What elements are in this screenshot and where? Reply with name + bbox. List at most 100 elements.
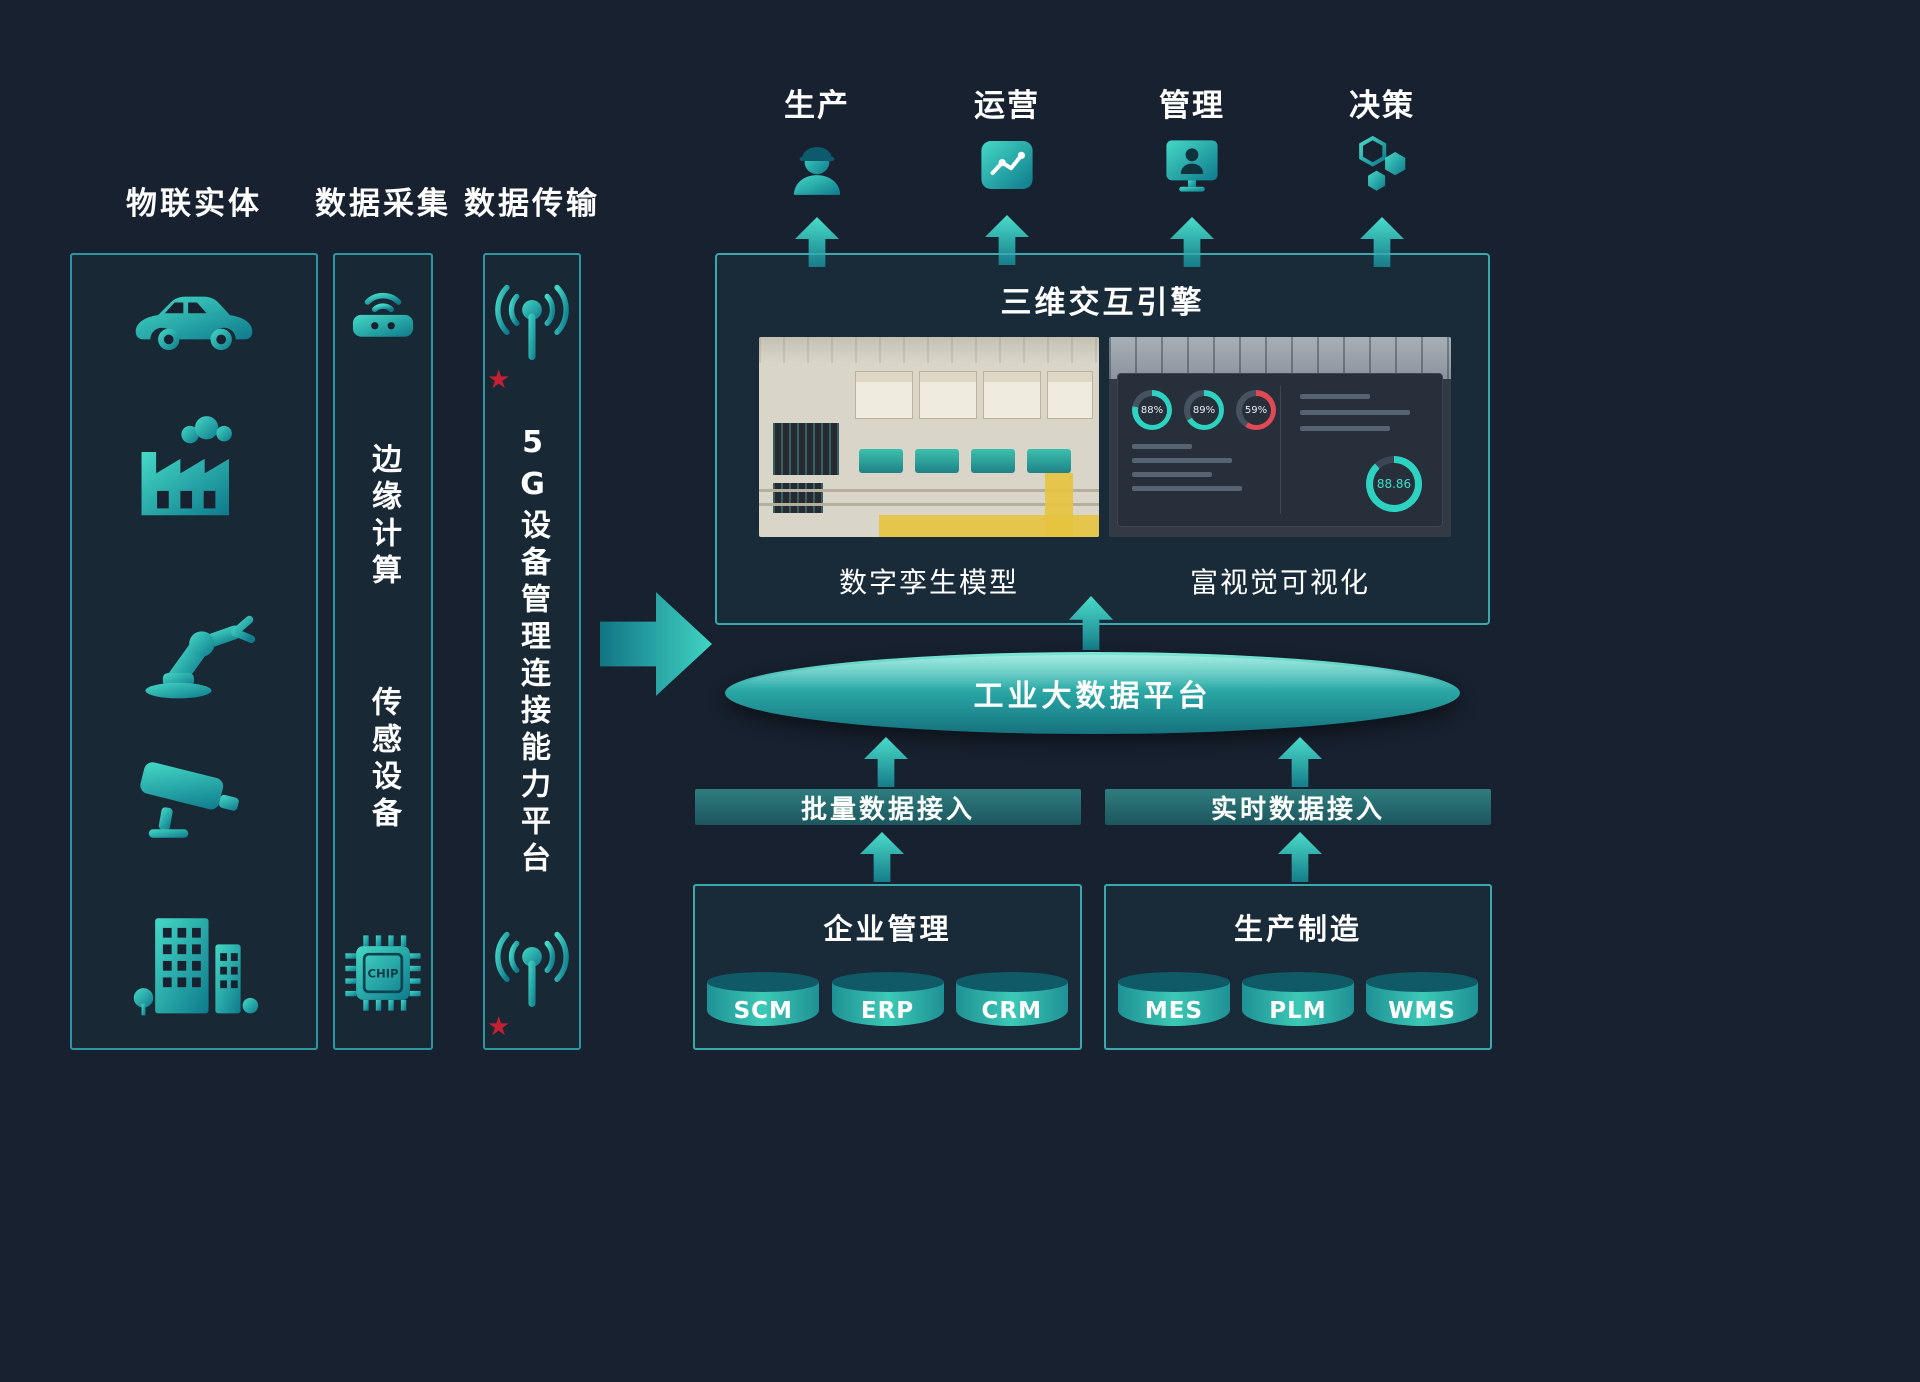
output-operations: 运营 <box>942 80 1072 265</box>
platform-label: 工业大数据平台 <box>973 679 1212 714</box>
wifi-router-icon <box>342 283 424 347</box>
output-label: 生产 <box>784 88 850 124</box>
machine-unit <box>859 449 903 473</box>
machine-unit <box>1027 449 1071 473</box>
cylinder-label: MES <box>1144 998 1204 1024</box>
machine-block <box>855 371 913 419</box>
flow-arrow-up <box>864 737 908 787</box>
production-manufacturing-title: 生产制造 <box>1233 912 1362 946</box>
gauge-1: 88% <box>1132 390 1172 430</box>
machine-unit <box>915 449 959 473</box>
dashboard-image: 88% 89% 59% 88.86 <box>1109 337 1451 537</box>
data-collection-box: 边缘计算 传感设备 CHIP <box>333 253 433 1050</box>
iot-entities-title: 物联实体 <box>126 186 262 222</box>
solar-panel-array <box>773 423 839 475</box>
mes-database-cylinder: MES <box>1118 972 1230 1032</box>
hexagons-icon <box>1351 133 1413 203</box>
skeleton-bar <box>1300 410 1410 415</box>
batch-access-bar: 批量数据接入 <box>695 789 1081 825</box>
twin-ceiling <box>759 337 1099 363</box>
cylinder-top <box>955 972 1068 992</box>
erp-database-cylinder: ERP <box>831 972 944 1032</box>
output-label: 管理 <box>1159 88 1225 124</box>
chip-label: CHIP <box>367 966 399 980</box>
antenna-signal-icon-top: ★ <box>487 279 575 393</box>
floor-rail <box>759 503 1099 506</box>
output-management: 管理 <box>1127 80 1257 267</box>
monitor-person-icon <box>1160 133 1224 203</box>
enterprise-management-title: 企业管理 <box>823 912 952 946</box>
data-transmission-title: 数据传输 <box>464 186 600 222</box>
machine-block <box>919 371 977 419</box>
red-star-icon: ★ <box>487 365 511 395</box>
edge-computing-label: 边缘计算 <box>366 442 401 591</box>
cylinder-label: SCM <box>733 998 793 1024</box>
engine-box: 三维交互引擎 88% <box>715 253 1490 625</box>
yellow-floor-path <box>1045 473 1073 537</box>
iot-entities-box <box>70 253 318 1050</box>
cylinder-top <box>1242 972 1354 992</box>
data-collection-title: 数据采集 <box>315 186 451 222</box>
digital-twin-caption: 数字孪生模型 <box>838 566 1019 599</box>
scm-database-cylinder: SCM <box>707 972 820 1032</box>
city-buildings-icon <box>126 900 262 1022</box>
gauge-big: 88.86 <box>1366 456 1422 512</box>
yellow-floor-path <box>879 515 1099 537</box>
solar-panel-array <box>773 483 823 513</box>
factory-icon <box>126 415 262 531</box>
dashboard-panel: 88% 89% 59% 88.86 <box>1117 373 1443 527</box>
skeleton-bar <box>1132 486 1242 491</box>
chip-icon: CHIP <box>340 930 426 1020</box>
cylinder-label: CRM <box>981 998 1042 1024</box>
sensor-devices-label: 传感设备 <box>366 686 401 835</box>
gauge-2: 89% <box>1184 390 1224 430</box>
cctv-camera-icon <box>128 756 260 848</box>
output-label: 运营 <box>974 88 1040 124</box>
cylinder-top <box>707 972 820 992</box>
skeleton-bar <box>1300 426 1390 431</box>
batch-access-label: 批量数据接入 <box>800 794 975 825</box>
flow-arrow-up <box>860 832 904 882</box>
red-star-icon: ★ <box>487 1012 511 1042</box>
cylinder-label: ERP <box>860 998 915 1024</box>
crm-database-cylinder: CRM <box>955 972 1068 1032</box>
gauge-value: 89% <box>1189 395 1219 425</box>
machine-block <box>983 371 1041 419</box>
flow-arrow-up <box>1278 737 1322 787</box>
plm-database-cylinder: PLM <box>1242 972 1354 1032</box>
gauge-3: 59% <box>1236 390 1276 430</box>
bigdata-platform-disc: 工业大数据平台 <box>725 652 1460 734</box>
cylinder-label: PLM <box>1269 998 1327 1024</box>
flow-arrow-up <box>1278 832 1322 882</box>
skeleton-bar <box>1300 394 1370 399</box>
cylinder-top <box>1118 972 1230 992</box>
digital-twin-image <box>759 337 1099 537</box>
wms-database-cylinder: WMS <box>1366 972 1478 1032</box>
output-production: 生产 <box>752 80 882 267</box>
antenna-signal-icon-bottom: ★ <box>487 926 575 1040</box>
cylinder-top <box>831 972 944 992</box>
cylinder-label: WMS <box>1388 998 1456 1024</box>
fiveg-platform-label: 5G设备管理连接能力平台 <box>515 424 550 879</box>
main-flow-arrow-right <box>600 592 712 696</box>
output-label: 决策 <box>1349 88 1415 124</box>
enterprise-management-box: 企业管理 SCM ERP CRM <box>693 884 1082 1050</box>
machine-block <box>1047 371 1093 419</box>
output-decision: 决策 <box>1317 80 1447 267</box>
skeleton-bar <box>1132 458 1232 463</box>
robot-arm-icon <box>126 583 262 705</box>
production-manufacturing-box: 生产制造 MES PLM WMS <box>1104 884 1492 1050</box>
panel-divider <box>1280 386 1281 514</box>
skeleton-bar <box>1132 472 1212 477</box>
gauge-value: 88.86 <box>1373 463 1415 505</box>
data-transmission-box: ★ 5G设备管理连接能力平台 ★ <box>483 253 581 1050</box>
car-icon <box>126 281 262 363</box>
cylinder-top <box>1366 972 1478 992</box>
factory-ceiling <box>1109 337 1451 379</box>
engine-title: 三维交互引擎 <box>1000 285 1205 321</box>
realtime-access-label: 实时数据接入 <box>1210 794 1385 825</box>
trend-chart-icon <box>975 133 1039 201</box>
gauge-value: 59% <box>1241 395 1271 425</box>
realtime-access-bar: 实时数据接入 <box>1105 789 1491 825</box>
